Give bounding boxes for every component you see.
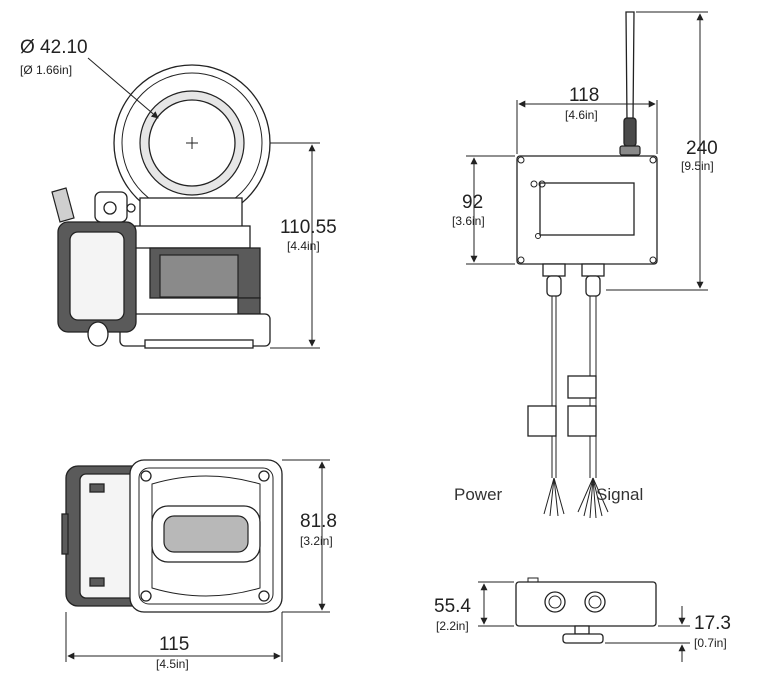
transmitter-bottom-view bbox=[515, 577, 657, 644]
power-cable-label: Power bbox=[454, 485, 503, 504]
box-height-value: 92 bbox=[462, 192, 483, 213]
overall-height-dimension: 240 [9.5in] bbox=[606, 11, 718, 291]
overall-height-value: 240 bbox=[686, 138, 718, 159]
sensor-diameter-inches: [Ø 1.66in] bbox=[20, 63, 72, 77]
mount-height-value: 17.3 bbox=[694, 613, 731, 634]
transmitter-front-view bbox=[516, 11, 658, 519]
mount-height-dimension: 17.3 [0.7in] bbox=[605, 606, 731, 662]
box-depth-inches: [2.2in] bbox=[436, 619, 469, 633]
box-width-dimension: 118 [4.6in] bbox=[516, 85, 658, 154]
sensor-width-value: 115 bbox=[159, 634, 189, 655]
sensor-height-value: 110.55 bbox=[280, 217, 337, 238]
sensor-side-view bbox=[51, 64, 271, 349]
sensor-width-dimension: 115 [4.5in] bbox=[65, 612, 283, 671]
sensor-height-inches: [4.4in] bbox=[287, 239, 320, 253]
sensor-depth-inches: [3.2in] bbox=[300, 534, 333, 548]
box-height-dimension: 92 [3.6in] bbox=[452, 155, 515, 265]
signal-cable-label: Signal bbox=[596, 485, 643, 504]
box-width-value: 118 bbox=[569, 85, 599, 106]
sensor-height-dimension: 110.55 [4.4in] bbox=[270, 142, 337, 349]
mount-height-inches: [0.7in] bbox=[694, 636, 727, 650]
box-depth-value: 55.4 bbox=[434, 596, 471, 617]
box-height-inches: [3.6in] bbox=[452, 214, 485, 228]
sensor-diameter-value: Ø 42.10 bbox=[20, 37, 88, 58]
sensor-diameter-dimension: Ø 42.10 [Ø 1.66in] bbox=[20, 37, 159, 119]
box-width-inches: [4.6in] bbox=[565, 108, 598, 122]
sensor-front-view bbox=[61, 459, 283, 613]
box-depth-dimension: 55.4 [2.2in] bbox=[434, 581, 514, 633]
sensor-depth-dimension: 81.8 [3.2in] bbox=[282, 459, 337, 613]
sensor-depth-value: 81.8 bbox=[300, 511, 337, 532]
overall-height-inches: [9.5in] bbox=[681, 159, 714, 173]
sensor-width-inches: [4.5in] bbox=[156, 657, 189, 671]
